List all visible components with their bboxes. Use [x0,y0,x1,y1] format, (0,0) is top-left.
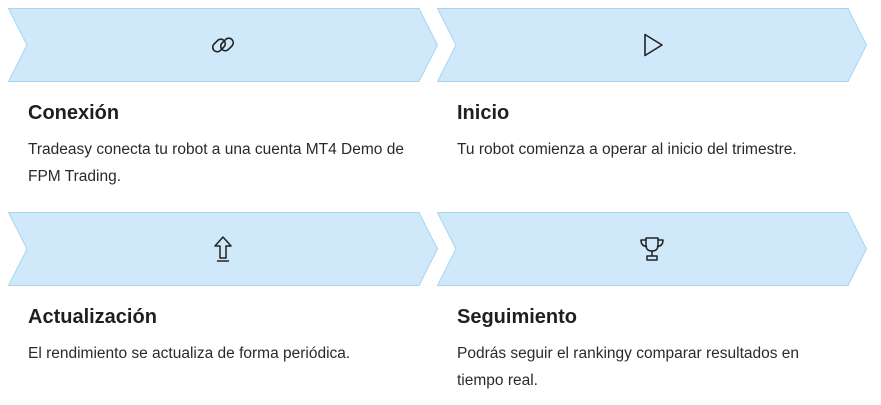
step-description: El rendimiento se actualiza de forma per… [28,345,351,362]
step-description: Podrás seguir el rankingy comparar resul… [457,345,800,389]
play-icon [635,28,669,62]
step-title: Conexión [28,102,120,124]
step-seguimiento: Seguimiento Podrás seguir el rankingy co… [437,212,867,394]
trophy-icon [635,232,669,266]
arrow-up-icon [206,232,240,266]
step-description: Tradeasy conecta tu robot a una cuenta M… [28,141,404,185]
chevron-shape [437,212,867,286]
step-chevron [437,212,867,286]
step-title: Inicio [457,102,510,124]
step-actualizacion: Actualización El rendimiento se actualiz… [8,212,438,367]
chevron-shape [8,212,438,286]
step-chevron [8,8,438,82]
step-description: Tu robot comienza a operar al inicio del… [457,141,797,158]
chevron-shape [8,8,438,82]
step-title: Seguimiento [457,306,578,328]
step-chevron [8,212,438,286]
link-icon [206,28,240,62]
step-chevron [437,8,867,82]
chevron-shape [437,8,867,82]
step-inicio: Inicio Tu robot comienza a operar al ini… [437,8,867,163]
step-title: Actualización [28,306,157,328]
step-conexion: Conexión Tradeasy conecta tu robot a una… [8,8,438,190]
